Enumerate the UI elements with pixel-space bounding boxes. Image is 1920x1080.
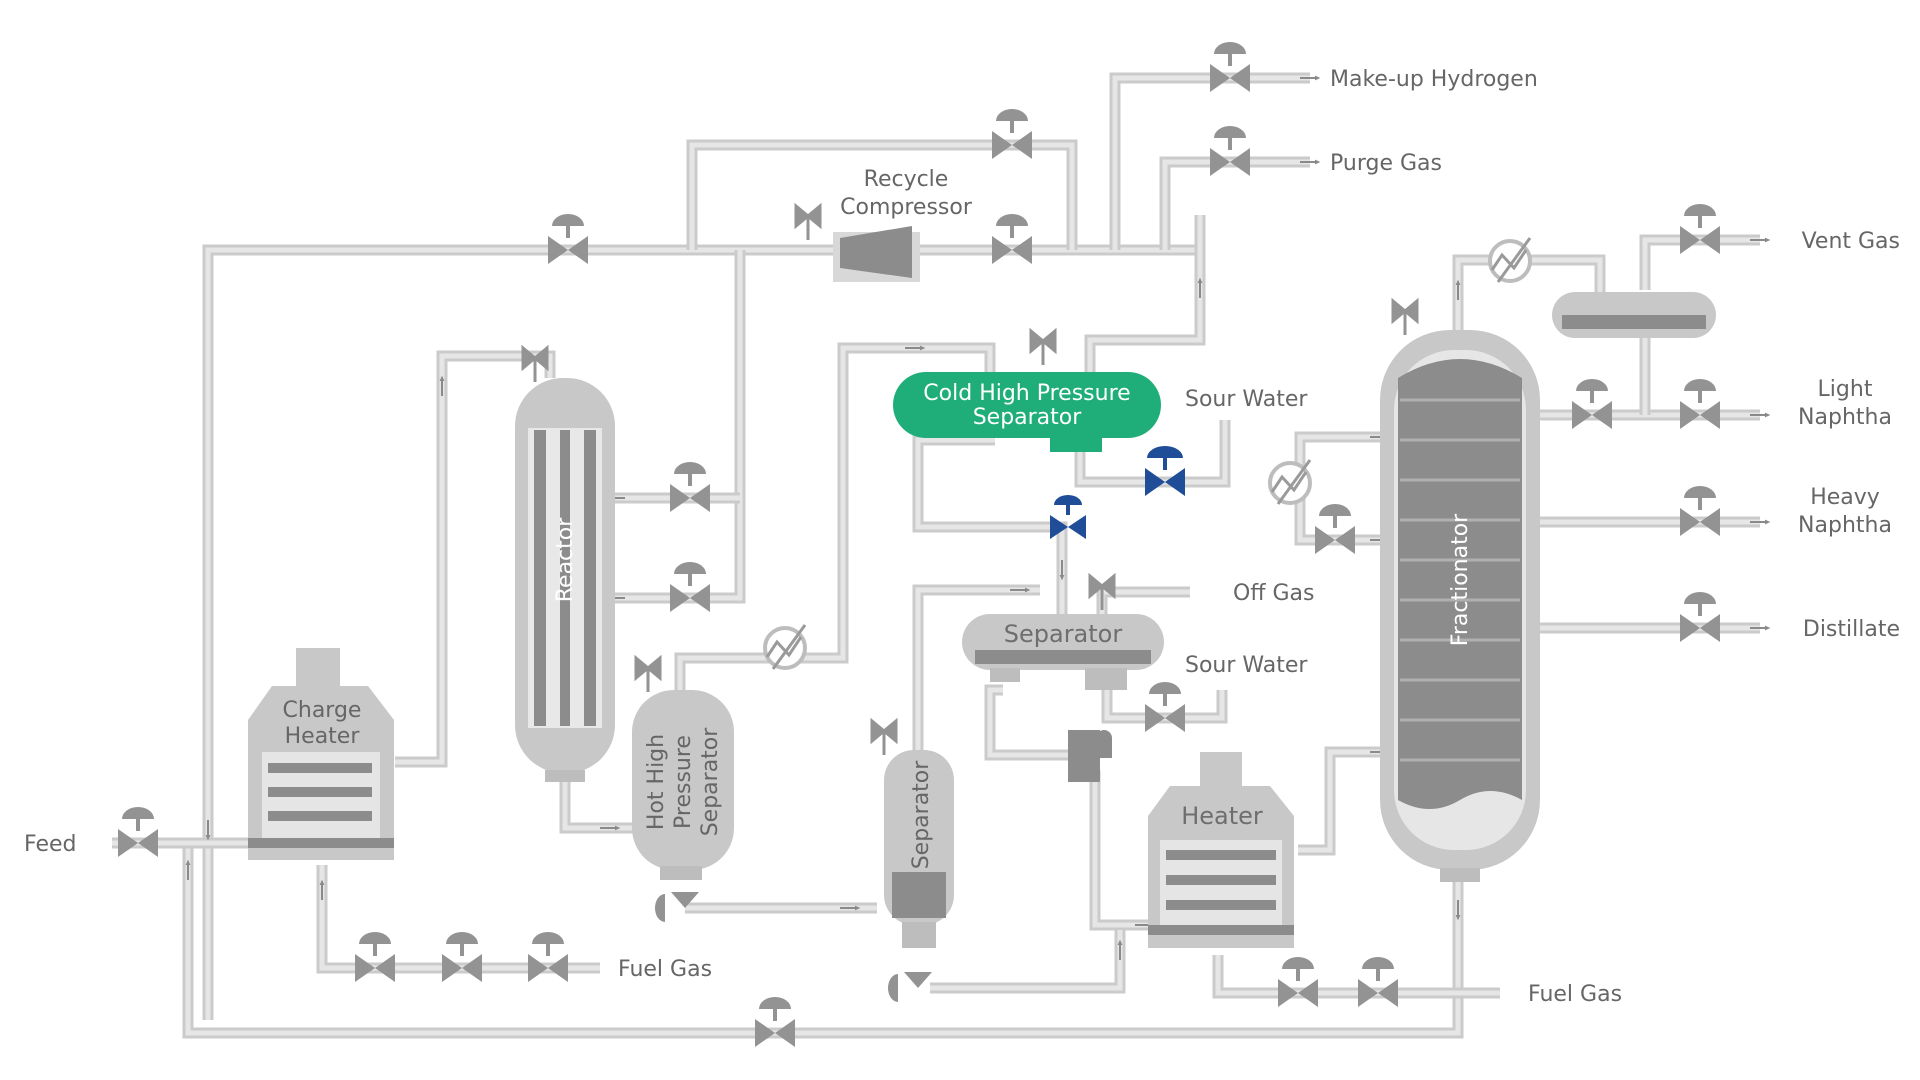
valve-purge-gas <box>1210 126 1250 176</box>
label-hot-hp-separator-line2: Pressure <box>671 735 696 829</box>
valve-reflux-return <box>1315 504 1355 554</box>
label-distillate: Distillate <box>1803 617 1900 642</box>
label-fuel-gas-1: Fuel Gas <box>618 957 712 982</box>
valve-fuel-gas-1a <box>355 932 395 982</box>
angle-valve-hhps <box>655 892 699 922</box>
label-cold-hp-separator-line2: Separator <box>973 405 1083 430</box>
label-makeup-hydrogen: Make-up Hydrogen <box>1330 67 1538 92</box>
label-cold-hp-separator-line1: Cold High Pressure <box>923 381 1130 406</box>
valve-bottoms-return <box>755 997 795 1047</box>
pump <box>1068 730 1112 782</box>
label-reactor: Reactor <box>553 517 578 602</box>
angle-valve-vertical-separator <box>888 972 932 1002</box>
label-heavy-naphtha-line2: Naphtha <box>1798 513 1892 538</box>
separator-horizontal <box>962 614 1164 690</box>
recycle-compressor <box>833 226 920 282</box>
valve-recycle-header <box>548 214 588 264</box>
relief-valve-vertical-separator <box>870 717 898 755</box>
label-fuel-gas-2: Fuel Gas <box>1528 982 1622 1007</box>
label-charge-heater-line2: Heater <box>285 724 361 749</box>
valves <box>118 42 1720 1047</box>
label-separator-horizontal: Separator <box>1004 620 1123 648</box>
label-light-naphtha-line2: Naphtha <box>1798 405 1892 430</box>
valve-distillate <box>1680 592 1720 642</box>
labels: Make-up Hydrogen Purge Gas Recycle Compr… <box>24 67 1900 1007</box>
cold-high-pressure-separator <box>893 372 1161 452</box>
label-feed: Feed <box>24 832 77 857</box>
valve-reflux <box>1572 379 1612 429</box>
heat-exchanger-overhead <box>1488 237 1532 283</box>
heater <box>1148 752 1294 948</box>
valve-sour-water-2 <box>1145 682 1185 732</box>
control-valve-sour-water <box>1145 446 1185 496</box>
valve-quench-lower <box>670 562 710 612</box>
valve-light-naphtha <box>1680 379 1720 429</box>
valve-vent-gas <box>1680 204 1720 254</box>
valve-recycle-top <box>992 109 1032 159</box>
valve-fuel-gas-1b <box>442 932 482 982</box>
label-separator-vertical: Separator <box>909 760 934 870</box>
label-purge-gas: Purge Gas <box>1330 151 1442 176</box>
label-vent-gas: Vent Gas <box>1802 229 1900 254</box>
relief-valve-separator <box>1088 572 1116 610</box>
valve-fuel-gas-1c <box>528 932 568 982</box>
heat-exchanger-reflux <box>1268 459 1312 505</box>
label-heavy-naphtha-line1: Heavy <box>1810 485 1880 510</box>
hot-high-pressure-separator <box>632 690 734 880</box>
control-valve-cold-sep-liquid <box>1050 495 1086 539</box>
valve-fuel-gas-2a <box>1278 957 1318 1007</box>
valve-quench-upper <box>670 462 710 512</box>
relief-valve-hhps <box>634 654 662 692</box>
equipment <box>248 226 1716 948</box>
valve-heavy-naphtha <box>1680 486 1720 536</box>
label-hot-hp-separator-line1: Hot High <box>644 734 669 830</box>
label-charge-heater-line1: Charge <box>283 698 362 723</box>
label-fractionator: Fractionator <box>1448 513 1473 646</box>
label-light-naphtha-line1: Light <box>1818 377 1873 402</box>
valve-fuel-gas-2b <box>1358 957 1398 1007</box>
relief-valve-cold-sep <box>1029 327 1057 365</box>
reactor <box>515 378 615 782</box>
valve-compressor-discharge <box>992 214 1032 264</box>
relief-valve-compressor <box>794 202 822 240</box>
separator-vertical <box>884 750 954 948</box>
label-heater: Heater <box>1181 802 1263 830</box>
relief-valve-fractionator <box>1391 297 1419 335</box>
heat-exchanger-hhps <box>763 624 807 670</box>
fractionator <box>1380 330 1540 882</box>
label-sour-water-2: Sour Water <box>1185 653 1308 678</box>
valve-makeup-hydrogen <box>1210 42 1250 92</box>
label-recycle-compressor-line1: Recycle <box>864 167 949 192</box>
label-hot-hp-separator-line3: Separator <box>698 727 723 837</box>
charge-heater <box>248 648 394 860</box>
valve-feed <box>118 807 158 857</box>
reflux-drum <box>1552 292 1716 338</box>
label-recycle-compressor-line2: Compressor <box>840 195 973 220</box>
relief-valve-reactor <box>521 344 549 382</box>
label-sour-water-1: Sour Water <box>1185 387 1308 412</box>
label-off-gas: Off Gas <box>1233 581 1314 606</box>
